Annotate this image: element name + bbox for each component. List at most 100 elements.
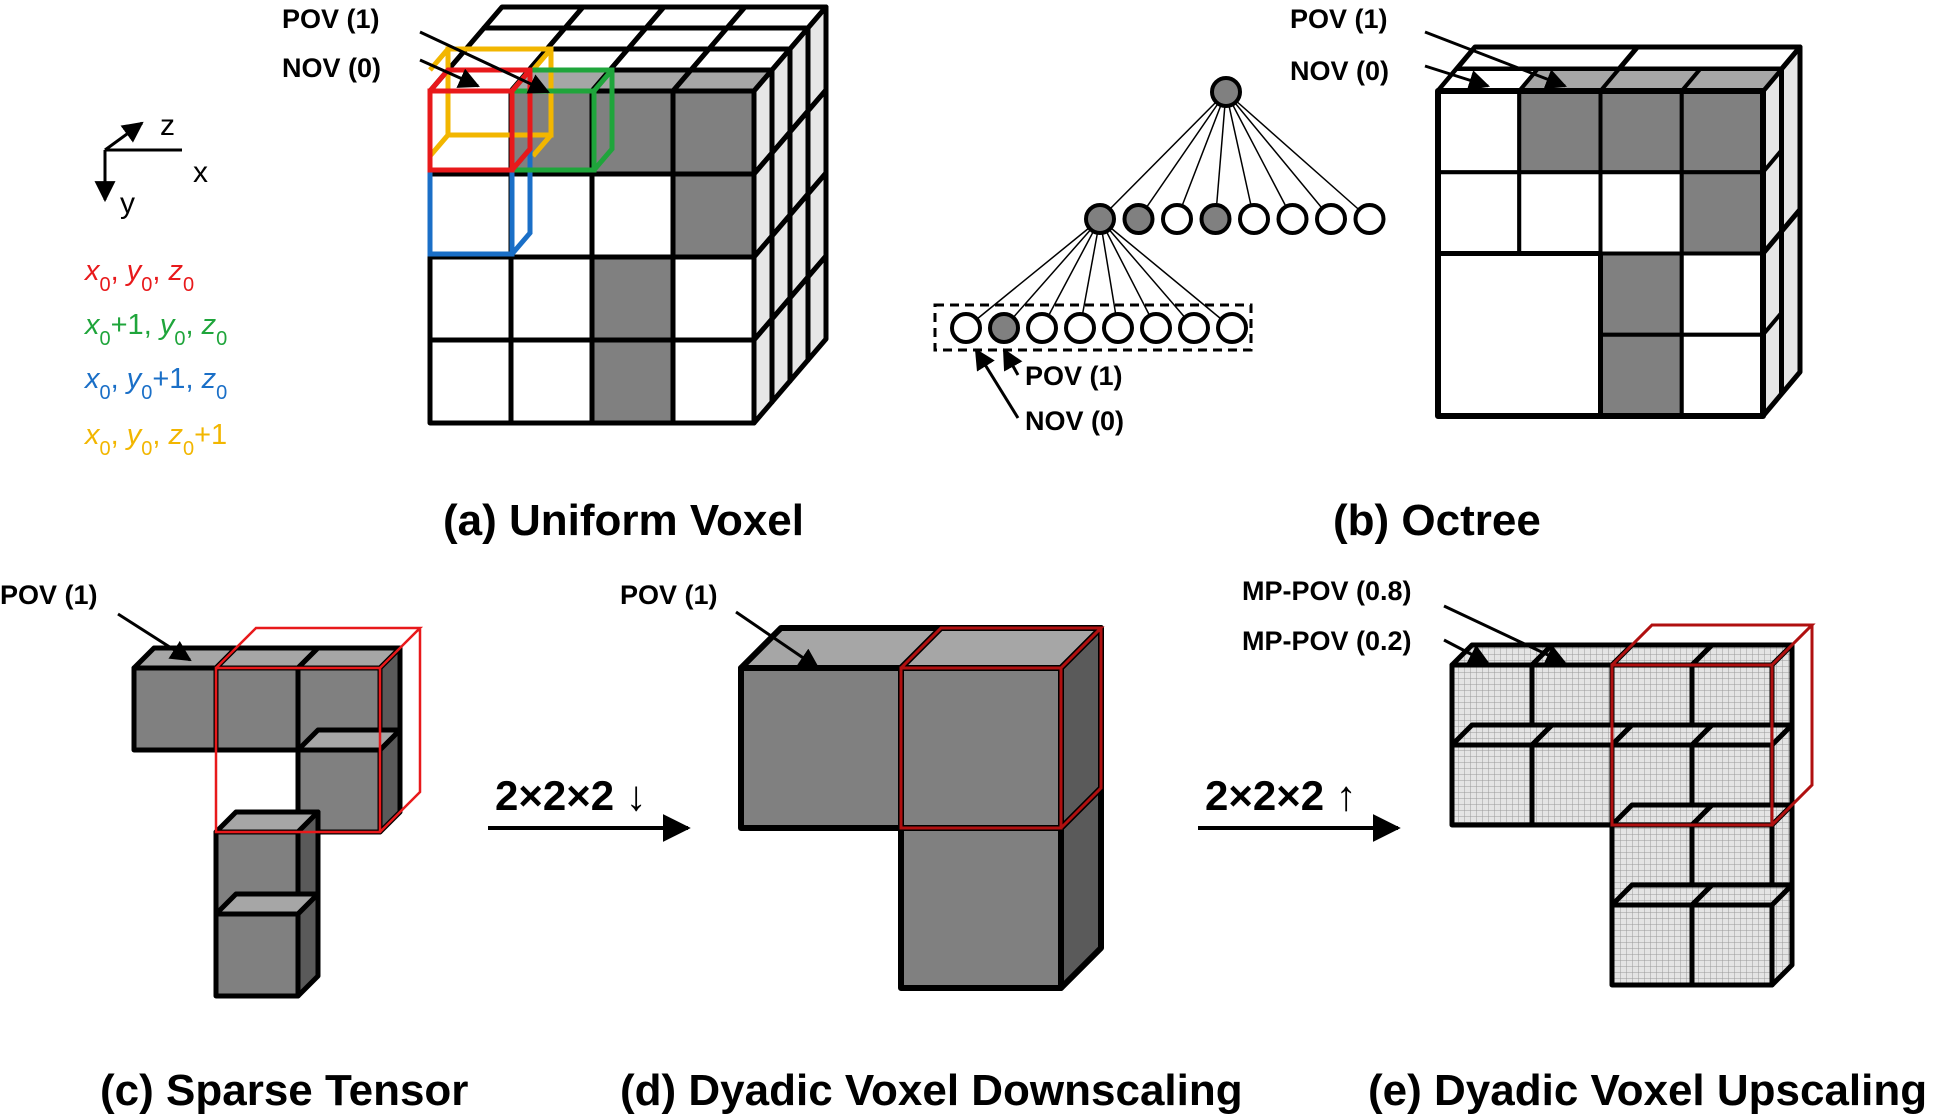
dyadic-upscaled-voxels [1449,623,1816,988]
tree-level1-node [1161,203,1193,235]
octree-front-cell [1598,251,1684,337]
dyadic-downscaled-voxels [738,625,1105,991]
panel-b-pov-arrow [1424,30,1567,89]
upscaled-voxel-front [1609,902,1695,988]
coordinate-row: x0, y0, z0 [83,255,194,296]
tree-level2-node [1216,312,1248,344]
coordinate-part: x [83,419,101,451]
sparse-highlight-cube [214,626,424,834]
upscale-operation: 2×2×2 ↑ [1198,772,1401,842]
level2-group-box [933,303,1253,352]
upscaled-voxel-front [1689,902,1775,988]
coordinate-part: z [168,255,184,287]
coordinate-subscript: 0 [141,438,152,460]
downscaled-highlight-cube [899,626,1105,830]
octree-front-cell [1517,170,1603,256]
panel-b-nov-arrow [1424,64,1491,91]
tree-edge [1214,91,1227,220]
panel-d-pov-arrow [735,610,820,670]
downscale-operation: 2×2×2 ↓ [488,772,691,842]
grid-front-cell [427,254,514,343]
octree-front-cell [1436,170,1522,256]
coordinate-part: , [111,363,127,395]
tree-level1-node [1276,203,1309,235]
octree-front-cell [1598,170,1684,256]
panel-e-annotations: MP-POV (0.8) MP-POV (0.2) [1242,576,1567,665]
tree-edge [1099,218,1119,329]
coordinate-part: y [125,363,143,395]
octree-side-divider [1761,148,1784,174]
tree-level1-node [1122,203,1155,235]
grid-front-cell [427,337,514,426]
coordinate-subscript: 0 [216,328,227,350]
coordinate-subscript: 0 [100,438,111,460]
tree-edge [1176,91,1227,220]
coordinate-part: y [125,419,143,451]
panel-a-nov-label: NOV (0) [282,53,381,83]
downscaled-voxel-front [898,825,1064,991]
sparse-voxel-side [295,891,321,999]
coordinate-part: z [201,363,217,395]
coordinate-part: y [158,309,176,341]
sparse-tensor-voxels [131,626,424,999]
tree-pov-arrow [1002,348,1023,376]
tree-level2-node [1102,312,1134,344]
coordinate-subscript: 0 [216,382,227,404]
coordinate-part: +1, [152,363,201,395]
octree-front-cell [1598,332,1684,418]
tree-level2-node [1140,312,1172,344]
tree-edge [1099,91,1227,220]
coordinate-part: x [83,255,101,287]
coordinate-subscript: 0 [174,328,185,350]
coordinate-part: y [125,255,143,287]
coordinate-part: z [168,419,184,451]
coordinate-row: x0, y0, z0+1 [83,419,227,460]
octree-front-cell [1679,332,1765,418]
tree-edge [1079,218,1101,329]
downscaled-highlight-outline [899,626,1105,830]
downscaled-voxel-side [1058,625,1104,831]
grid-side-cell [805,253,829,363]
tree-edge [1225,91,1255,220]
upscale-operation-label: 2×2×2 ↑ [1205,772,1357,819]
tree-nov-arrow [974,348,1020,419]
grid-front-cell [589,337,676,426]
tree-edge [1225,91,1332,220]
tree-level1-node [1315,203,1347,235]
octree-front-cell [1679,89,1765,175]
tree-edge [1099,218,1157,329]
octree-front-large-cell [1435,251,1603,419]
grid-front-cell [670,337,757,426]
tree-edge [1099,218,1195,329]
coordinate-subscript: 0 [100,328,111,350]
panel-c-pov-arrow [117,612,192,662]
coordinate-part: +1, [111,309,160,341]
coordinate-subscript: 0 [141,382,152,404]
grid-front-cell [670,254,757,343]
upscaled-highlight-outline [1610,623,1816,827]
octree-tree-diagram [933,76,1386,352]
tree-edge [1225,91,1370,220]
coordinate-part: x [83,363,101,395]
tree-nov-label: NOV (0) [1025,406,1124,436]
upscaled-voxel-front [1529,742,1615,828]
tree-level2-node [1064,312,1096,344]
downscaled-voxel-front [738,665,904,831]
octree-top-cell [1679,67,1784,93]
caption-a: (a) Uniform Voxel [443,496,804,545]
tree-level2-node [1026,312,1058,344]
grid-front-cell [508,254,595,343]
upscaled-highlight-cube [1610,623,1816,827]
tree-edge [965,218,1101,329]
grid-front-cell [427,171,514,260]
panel-d-pov-label: POV (1) [620,580,718,610]
coordinate-row: x0+1, y0, z0 [83,309,227,350]
panel-a-pov-arrow [419,30,550,94]
tree-level2-node [950,312,982,344]
panel-e-mp02-label: MP-POV (0.2) [1242,626,1412,656]
coordinate-row: x0, y0+1, z0 [83,363,227,404]
tree-edge [1003,218,1101,329]
caption-b: (b) Octree [1333,496,1541,545]
panel-c-pov-label: POV (1) [0,580,98,610]
